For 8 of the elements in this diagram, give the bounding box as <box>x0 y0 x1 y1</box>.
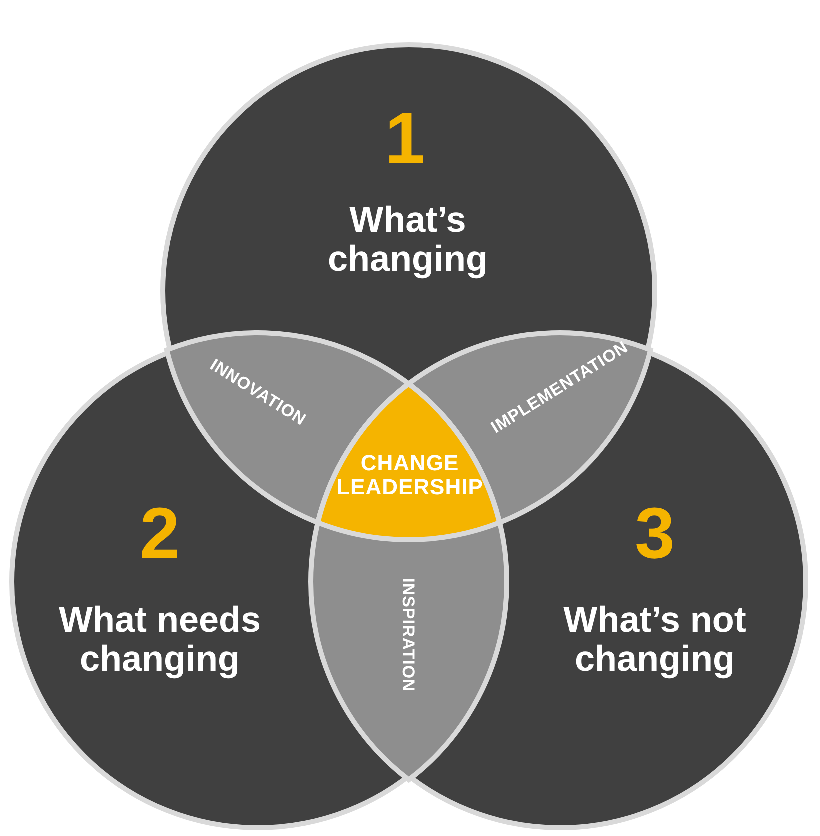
region-title: What’s not changing <box>562 601 748 679</box>
region-title: What needs changing <box>58 601 262 679</box>
region-number: 1 <box>384 101 426 179</box>
region-title: What’s changing <box>327 201 489 279</box>
region-title: CHANGE LEADERSHIP <box>336 451 484 499</box>
region-number: 3 <box>634 496 676 574</box>
region-label: INSPIRATION <box>398 577 418 694</box>
region-number: 2 <box>138 496 182 574</box>
